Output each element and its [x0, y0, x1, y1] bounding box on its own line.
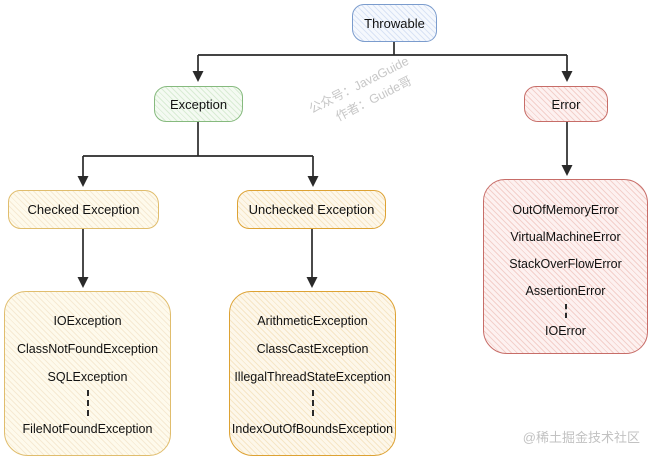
list-item: FileNotFoundException [22, 422, 153, 436]
node-exception: Exception [154, 86, 243, 122]
list-item: ClassCastException [256, 342, 369, 356]
node-error-label: Error [551, 96, 581, 112]
node-exception-label: Exception [169, 96, 228, 112]
ellipsis-divider [311, 390, 314, 416]
list-item: ClassNotFoundException [16, 342, 159, 356]
list-item: AssertionError [525, 284, 606, 298]
node-throwable: Throwable [352, 4, 437, 42]
list-item: IndexOutOfBoundsException [231, 422, 394, 436]
ellipsis-divider [564, 304, 567, 318]
juejin-watermark: @稀土掘金技术社区 [522, 430, 640, 445]
node-unchecked-exception-label: Unchecked Exception [248, 202, 375, 217]
list-item: IOError [545, 324, 586, 338]
node-error: Error [524, 86, 608, 122]
list-item: IOException [53, 314, 122, 328]
watermark-line-2: 作者：Guide哥 [333, 73, 414, 125]
list-item: OutOfMemoryError [512, 203, 619, 217]
watermark-line-1: 公众号：JavaGuide [306, 53, 412, 117]
center-watermark: 公众号：JavaGuide 作者：Guide哥 [306, 52, 421, 136]
error-list: OutOfMemoryError VirtualMachineError Sta… [483, 179, 648, 354]
node-checked-exception-label: Checked Exception [27, 202, 140, 217]
checked-exception-list: IOException ClassNotFoundException SQLEx… [4, 291, 171, 456]
node-checked-exception: Checked Exception [8, 190, 159, 229]
list-item: SQLException [47, 370, 128, 384]
node-throwable-label: Throwable [364, 15, 425, 31]
ellipsis-divider [86, 390, 89, 416]
node-unchecked-exception: Unchecked Exception [237, 190, 386, 229]
list-item: IllegalThreadStateException [234, 370, 391, 384]
list-item: ArithmeticException [257, 314, 368, 328]
list-item: VirtualMachineError [510, 230, 621, 244]
unchecked-exception-list: ArithmeticException ClassCastException I… [229, 291, 396, 456]
list-item: StackOverFlowError [509, 257, 622, 271]
